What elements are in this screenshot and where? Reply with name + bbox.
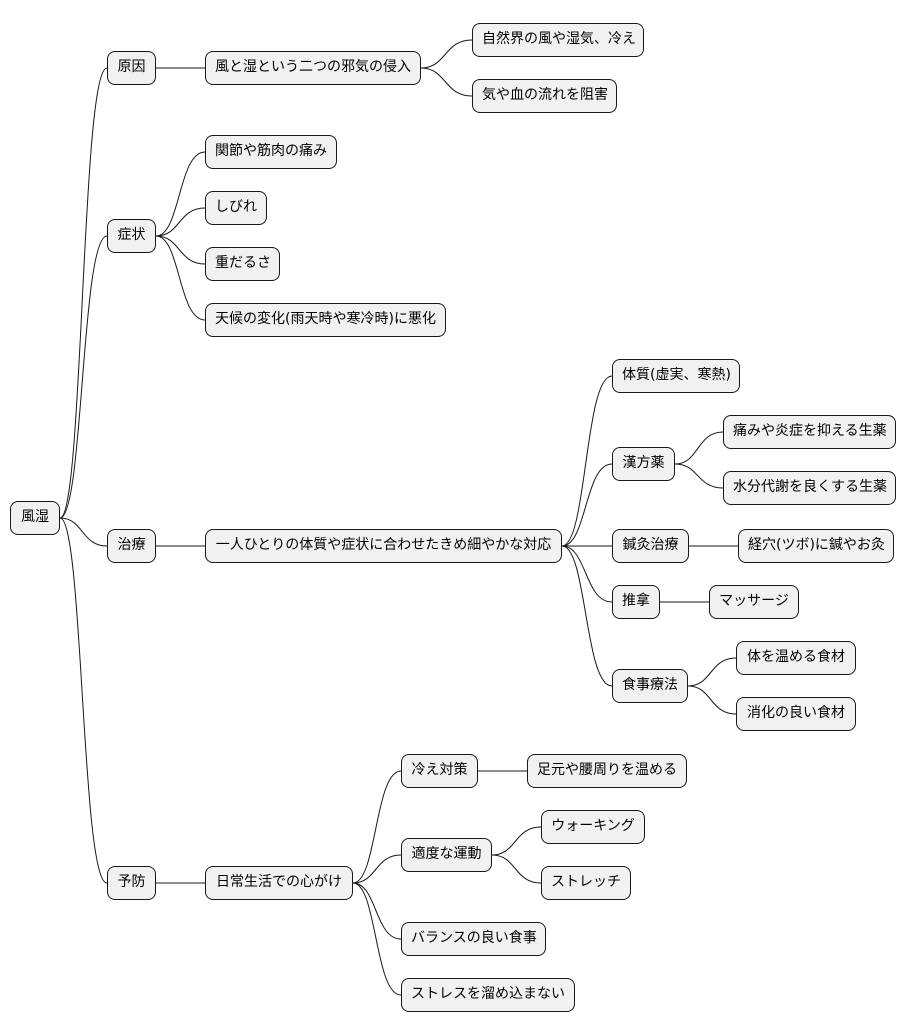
connector-treatment-kampo-to-kampo-water-metabolism [674, 463, 724, 489]
node-cause-nature: 自然界の風や湿気、冷え [472, 23, 644, 57]
connector-prevention-daily-to-prevention-cold [352, 770, 402, 884]
node-prevention-cold: 冷え対策 [401, 754, 478, 788]
node-prevention: 予防 [107, 866, 156, 900]
connector-cause-invasion-to-cause-obstruction [420, 67, 473, 97]
connector-treatment-diet-to-diet-warming [687, 657, 737, 687]
connector-treatment-individual-to-treatment-tuina [561, 545, 613, 603]
connector-treatment-kampo-to-kampo-antiinflammatory [674, 431, 724, 465]
connector-root-fushitsu-to-prevention [59, 517, 108, 884]
node-treatment-acupuncture: 鍼灸治療 [612, 529, 689, 563]
connector-prevention-daily-to-prevention-balanced-diet [352, 882, 402, 940]
connector-prevention-exercise-to-exercise-stretch [491, 854, 542, 884]
node-cause: 原因 [107, 51, 156, 85]
node-treatment-kampo: 漢方薬 [612, 447, 675, 481]
connector-prevention-daily-to-prevention-stress [352, 882, 402, 996]
connector-treatment-individual-to-treatment-constitution [561, 375, 613, 547]
connector-root-fushitsu-to-treatment [59, 517, 108, 547]
connector-symptoms-to-symptom-joint-pain [155, 151, 206, 237]
connector-root-fushitsu-to-cause [59, 67, 108, 519]
node-cause-obstruction: 気や血の流れを阻害 [472, 79, 617, 113]
connector-root-fushitsu-to-symptoms [59, 235, 108, 519]
node-cause-invasion: 風と湿という二つの邪気の侵入 [205, 51, 421, 85]
connector-prevention-daily-to-prevention-exercise [352, 854, 402, 884]
node-symptoms: 症状 [107, 219, 156, 253]
node-kampo-water-metabolism: 水分代謝を良くする生薬 [723, 471, 896, 505]
connector-treatment-diet-to-diet-digestible [687, 685, 737, 715]
node-acupuncture-points: 経穴(ツボ)に鍼やお灸 [738, 529, 894, 563]
node-symptom-joint-pain: 関節や筋肉の痛み [205, 135, 337, 169]
connector-symptoms-to-symptom-heaviness [155, 235, 206, 265]
node-root-fushitsu: 風湿 [10, 501, 60, 535]
node-prevention-daily: 日常生活での心がけ [205, 866, 353, 900]
connector-symptoms-to-symptom-weather [155, 235, 206, 321]
node-treatment: 治療 [107, 529, 156, 563]
node-treatment-constitution: 体質(虚実、寒熱) [612, 359, 740, 393]
node-treatment-tuina: 推拿 [612, 585, 660, 619]
node-prevention-balanced-diet: バランスの良い食事 [401, 922, 546, 956]
node-diet-digestible: 消化の良い食材 [736, 697, 856, 731]
connector-symptoms-to-symptom-numbness [155, 207, 206, 237]
node-exercise-walking: ウォーキング [541, 810, 645, 844]
connector-cause-invasion-to-cause-nature [420, 39, 473, 69]
node-tuina-massage: マッサージ [709, 585, 799, 619]
node-diet-warming: 体を温める食材 [736, 641, 856, 675]
connector-treatment-individual-to-treatment-diet [561, 545, 613, 687]
node-cold-warm-feet: 足元や腰周りを温める [527, 754, 687, 788]
node-treatment-individual: 一人ひとりの体質や症状に合わせたきめ細やかな対応 [205, 529, 562, 563]
node-symptom-numbness: しびれ [205, 191, 267, 225]
node-prevention-exercise: 適度な運動 [401, 838, 492, 872]
node-exercise-stretch: ストレッチ [541, 866, 631, 900]
node-kampo-antiinflammatory: 痛みや炎症を抑える生薬 [723, 415, 896, 449]
node-treatment-diet: 食事療法 [612, 669, 688, 703]
node-symptom-heaviness: 重だるさ [205, 247, 280, 281]
connector-prevention-exercise-to-exercise-walking [491, 826, 542, 856]
connector-treatment-individual-to-treatment-kampo [561, 463, 613, 547]
node-prevention-stress: ストレスを溜め込まない [401, 978, 575, 1012]
node-symptom-weather: 天候の変化(雨天時や寒冷時)に悪化 [205, 303, 446, 337]
